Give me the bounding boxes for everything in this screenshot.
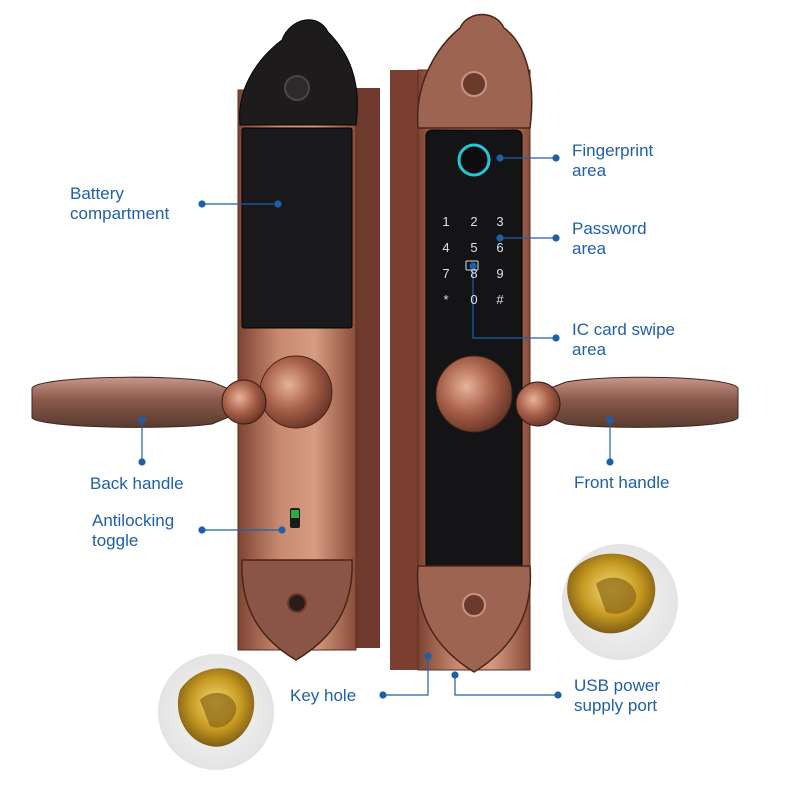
inset-detail-left bbox=[158, 654, 274, 770]
label-line: compartment bbox=[70, 204, 170, 223]
front-handle-label: Front handle bbox=[574, 473, 670, 492]
keypad-key: 0 bbox=[470, 292, 477, 307]
keypad-key: 6 bbox=[496, 240, 503, 255]
back-top-ornament bbox=[239, 19, 358, 126]
ic-card-area-label: IC card swipe area bbox=[572, 320, 675, 360]
label-line: Battery bbox=[70, 184, 124, 203]
front-bottom-ornament bbox=[416, 565, 532, 673]
key-hole bbox=[287, 593, 307, 613]
password-area-label: Password area bbox=[572, 219, 647, 259]
label-line: USB power bbox=[574, 676, 660, 695]
keypad-key: 7 bbox=[442, 266, 449, 281]
back-handle-rose bbox=[259, 355, 333, 429]
label-line: area bbox=[572, 340, 607, 359]
battery-cover bbox=[241, 127, 353, 329]
back-handle-knob bbox=[221, 379, 267, 425]
fingerprint-area-label: Fingerprint area bbox=[572, 141, 653, 181]
front-panel bbox=[425, 129, 523, 571]
keypad-key: 3 bbox=[496, 214, 503, 229]
keypad-key: 8 bbox=[470, 266, 477, 281]
fingerprint-sensor bbox=[457, 143, 491, 177]
label-line: IC card swipe bbox=[572, 320, 675, 339]
label-line: area bbox=[572, 239, 607, 258]
keypad-key: 5 bbox=[470, 240, 477, 255]
keypad-key: 9 bbox=[496, 266, 503, 281]
key-hole-label: Key hole bbox=[290, 686, 357, 705]
label-line: Fingerprint bbox=[572, 141, 654, 160]
back-top-ornament-center bbox=[284, 75, 310, 101]
keypad: 1 2 3 4 5 6 7 8 9 * 0 # bbox=[442, 214, 504, 307]
front-top-ornament-center bbox=[461, 71, 487, 97]
battery-compartment-label: Battery compartment bbox=[70, 184, 169, 224]
front-handle-knob bbox=[515, 381, 561, 427]
keypad-key: 4 bbox=[442, 240, 449, 255]
back-lock bbox=[31, 19, 380, 661]
ic-card-icon bbox=[465, 260, 479, 271]
front-handle-rose bbox=[435, 355, 513, 433]
label-line: supply port bbox=[574, 696, 658, 715]
antilocking-toggle-label: Antilocking toggle bbox=[92, 511, 174, 551]
label-line: Antilocking bbox=[92, 511, 175, 530]
label-line: area bbox=[572, 161, 607, 180]
keypad-key: # bbox=[496, 292, 504, 307]
usb-power-port-label: USB power supply port bbox=[574, 676, 660, 716]
label-line: toggle bbox=[92, 531, 139, 550]
inset-detail-right bbox=[562, 544, 678, 660]
keypad-key: 1 bbox=[442, 214, 449, 229]
leader-lines bbox=[138, 154, 614, 699]
keypad-key: 2 bbox=[470, 214, 477, 229]
front-bottom-ornament-center bbox=[462, 593, 486, 617]
label-line: Password bbox=[572, 219, 647, 238]
back-plate-side bbox=[352, 88, 380, 648]
front-lock bbox=[390, 13, 739, 673]
antilocking-toggle-indicator bbox=[291, 510, 299, 518]
back-handle-label: Back handle bbox=[90, 474, 184, 493]
back-handle-lever bbox=[31, 376, 237, 428]
keypad-key: * bbox=[443, 292, 448, 307]
front-handle-lever bbox=[539, 376, 739, 428]
